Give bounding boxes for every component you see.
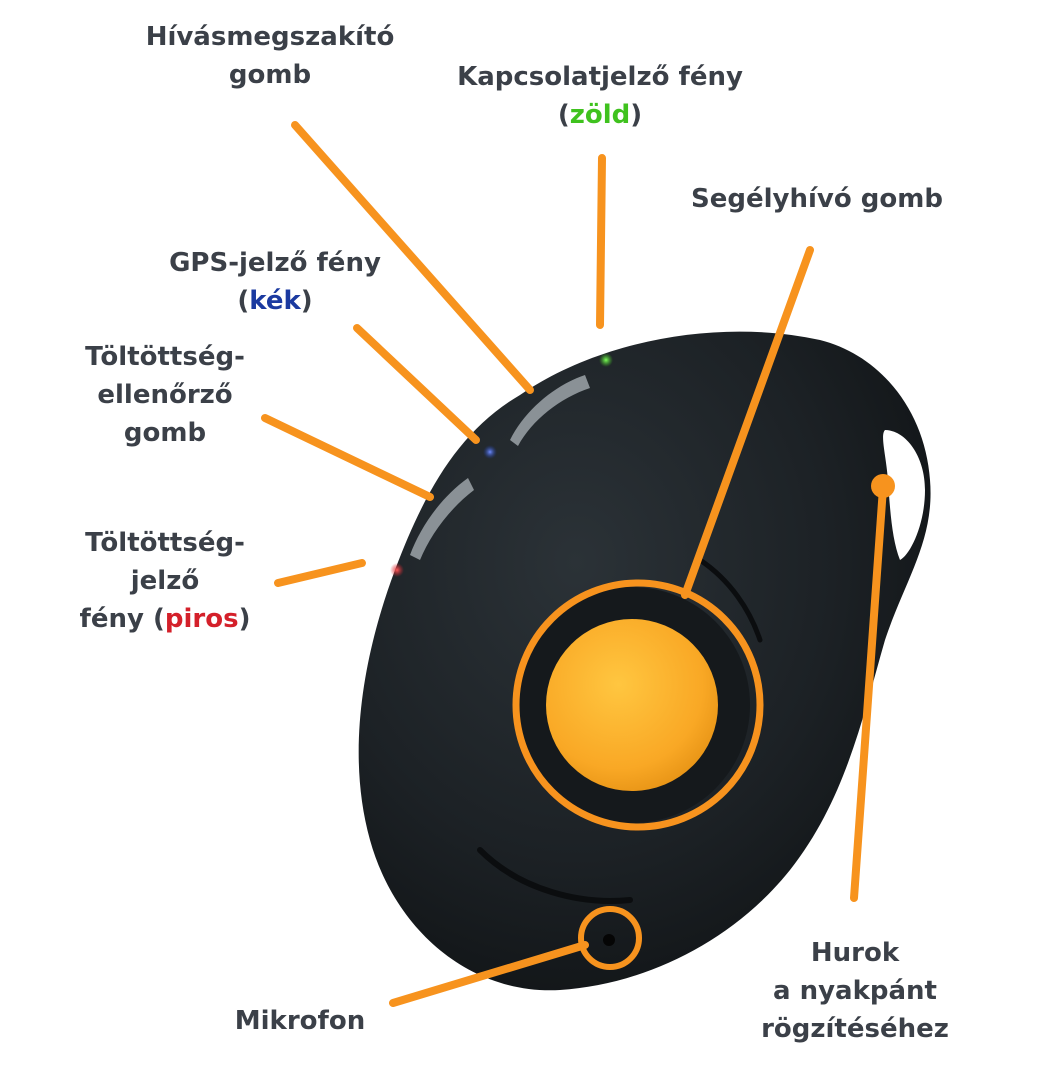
label-text: jelző — [130, 566, 200, 596]
label-battery-light: Töltöttség- jelző fény (piros) — [40, 524, 290, 638]
label-call-end-button: Hívásmegszakító gomb — [130, 18, 410, 94]
label-text: ellenőrző — [97, 380, 233, 410]
label-gps-light: GPS-jelző fény (kék) — [150, 244, 400, 320]
label-battery-check-button: Töltöttség- ellenőrző gomb — [40, 338, 290, 452]
leader-battery-check — [261, 414, 434, 501]
label-text: gomb — [228, 60, 312, 90]
call-end-button[interactable] — [510, 375, 590, 446]
surface-groove — [697, 557, 763, 643]
paren-close: ) — [238, 604, 251, 634]
label-text: Töltöttség- — [85, 528, 245, 558]
battery-check-button[interactable] — [410, 478, 474, 560]
microphone-hole — [603, 934, 615, 946]
label-text: Hívásmegszakító — [145, 22, 395, 52]
label-connection-light: Kapcsolatjelző fény (zöld) — [440, 58, 760, 134]
label-text: Hurok — [810, 938, 900, 968]
label-text: Kapcsolatjelző fény — [457, 62, 743, 92]
color-word-red: piros — [164, 604, 239, 634]
paren-open: ( — [557, 100, 570, 130]
leader-connection-light — [596, 154, 606, 329]
label-sos-button: Segélyhívó gomb — [672, 180, 962, 218]
red-battery-light — [390, 563, 404, 577]
label-text: Mikrofon — [234, 1006, 366, 1036]
label-prefix: fény ( — [79, 604, 165, 634]
label-text: Segélyhívó gomb — [691, 184, 943, 214]
pendant-device — [358, 331, 931, 991]
leader-loop — [850, 484, 887, 902]
leader-microphone — [389, 941, 589, 1007]
strap-loop-hole — [883, 430, 925, 560]
leader-gps-light — [353, 324, 480, 444]
label-text: Töltöttség- — [85, 342, 245, 372]
label-color-line: (zöld) — [440, 96, 760, 134]
loop-marker-dot — [871, 474, 895, 498]
label-strap-loop: Hurok a nyakpánt rögzítéséhez — [730, 934, 980, 1048]
label-text: a nyakpánt — [773, 976, 937, 1006]
green-connection-light — [599, 353, 613, 367]
leader-sos-button — [681, 246, 814, 599]
label-text: GPS-jelző fény — [169, 248, 381, 278]
microphone-highlight-ring — [578, 906, 642, 970]
label-color-line: (kék) — [150, 282, 400, 320]
label-microphone: Mikrofon — [215, 1002, 385, 1040]
blue-gps-light — [483, 445, 497, 459]
label-text: gomb — [123, 418, 207, 448]
leader-lines — [261, 121, 887, 1007]
label-color-line: fény (piros) — [40, 600, 290, 638]
label-text: rögzítéséhez — [761, 1014, 949, 1044]
paren-close: ) — [630, 100, 643, 130]
leader-call-end — [291, 121, 534, 394]
color-word-green: zöld — [569, 100, 631, 130]
color-word-blue: kék — [249, 286, 301, 316]
sos-button-icon[interactable] — [546, 619, 718, 791]
sos-button-highlight-ring — [512, 579, 764, 831]
leader-battery-light — [274, 559, 366, 587]
paren-open: ( — [237, 286, 250, 316]
paren-close: ) — [300, 286, 313, 316]
surface-groove — [477, 847, 633, 904]
